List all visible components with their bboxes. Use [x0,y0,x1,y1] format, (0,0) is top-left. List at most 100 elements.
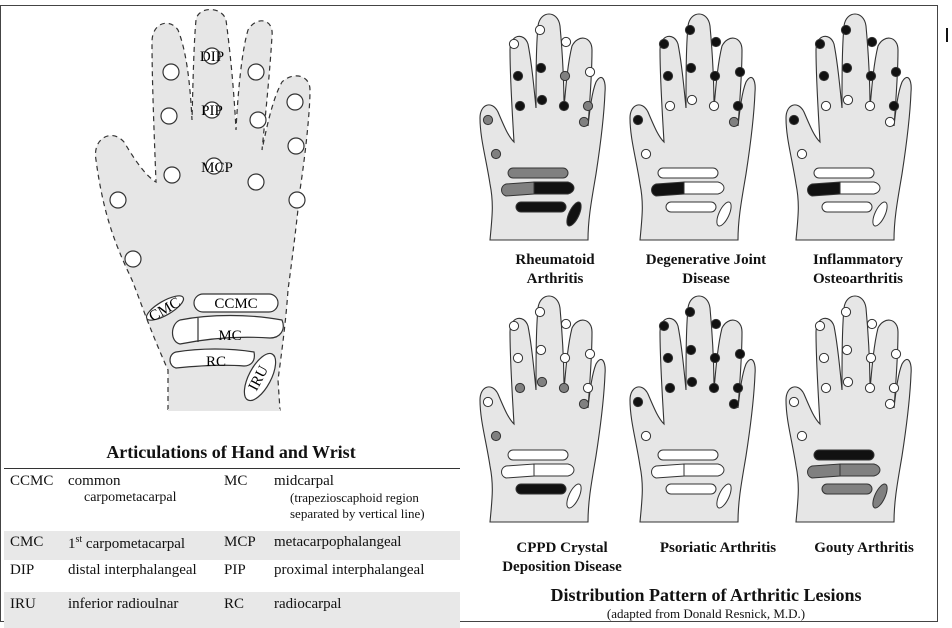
mcp-joint-dot [820,382,832,394]
legend-desc-line: midcarpal [274,473,334,489]
legend-desc: midcarpal (trapezioscaphoid region separ… [268,468,460,531]
mini-hand-gout [785,295,912,523]
legend-desc: metacarpophalangeal [274,534,402,550]
dip-joint-dot [508,38,520,50]
mcp-joint-dot [708,382,720,394]
mc-band-a [651,181,685,197]
dip-joint-dot [814,38,826,50]
pip-joint-dot [662,70,674,82]
pip-joint-dot [865,70,877,82]
mcp-joint-dot [686,376,698,388]
pip-joint-dot [865,352,877,364]
legend-row: DIP distal interphalangeal PIP proximal … [4,560,460,592]
mcp-joint-dot [842,94,854,106]
pip-joint-dot [841,62,853,74]
mcp-joint-dot [536,376,548,388]
dip-joint-dot [658,38,670,50]
pip-joint-dot [709,70,721,82]
legend-abbr: MCP [224,534,256,550]
panel-label-line: Psoriatic Arthritis [659,540,777,556]
dip-joint-dot [658,320,670,332]
legend-desc-prefix: 1 [68,536,76,552]
panel-label-line: Gouty Arthritis [814,540,914,556]
pip-joint-dot [841,344,853,356]
rc-shape [169,348,255,369]
joint-circle [109,191,127,209]
right-subtitle: (adapted from Donald Resnick, M.D.) [606,606,806,621]
legend-desc-line: common [68,473,121,489]
dip-joint-dot [734,348,746,360]
dip-joint-dot [710,318,722,330]
dip-joint-dot [840,306,852,318]
mcp-joint-dot [664,100,676,112]
mc-band-a [501,181,535,197]
panel-label-djd: Degenerative Joint Disease [626,251,786,289]
pip-joint-dot [582,100,594,112]
mini-hand-djd [629,13,756,241]
mcp-joint-dot [820,100,832,112]
ccmc-band [507,449,569,461]
thumb-joint-dot [788,396,800,408]
dip-joint-dot [840,24,852,36]
joint-circle [247,173,265,191]
legend-abbr: DIP [10,562,35,578]
mc-band-b [839,463,881,477]
pip-joint-dot [559,70,571,82]
joint-circle [203,101,221,119]
dip-joint-dot [890,348,902,360]
pip-joint-dot [888,382,900,394]
pip-joint-dot [685,62,697,74]
mini-hand-cppd [479,295,606,523]
pip-joint-dot [535,62,547,74]
thumb-cmc-dot [640,148,652,160]
mini-hand-ra [479,13,606,241]
mini-hand-psoriatic [629,295,756,523]
ccmc-band [507,167,569,179]
dip-joint-dot [866,318,878,330]
mc-band-a [807,463,841,479]
thumb-joint-dot [632,396,644,408]
thumb-cmc-dot [490,430,502,442]
legend-desc: distal interphalangeal [68,562,197,578]
ccmc-band [657,449,719,461]
pip-joint-dot [888,100,900,112]
dip-joint-dot [534,24,546,36]
pip-joint-dot [732,382,744,394]
right-title: Distribution Pattern of Arthritic Lesion… [550,585,862,605]
legend-abbr: IRU [10,596,36,612]
rc-band [665,201,717,213]
rc-band [665,483,717,495]
legend-desc-line: separated by vertical line) [290,506,425,521]
rc-band [821,483,873,495]
carpal-shapes [145,293,284,402]
ccmc-shape [193,293,279,313]
dip-joint-dot [560,36,572,48]
dip-label: DIP [200,49,224,65]
legend-desc-line: (trapezioscaphoid region [290,490,419,505]
panel-label-line: Rheumatoid [515,252,595,268]
thumb-cmc-dot [490,148,502,160]
dip-joint-dot [560,318,572,330]
legend-desc-line: carpometacarpal [84,490,177,505]
thumb-cmc-dot [796,148,808,160]
mcp-joint-dot [578,398,590,410]
thumb-cmc-dot [640,430,652,442]
legend-row: CCMC common carpometacarpal MC midcarpal… [4,468,460,531]
legend-desc: radiocarpal [274,596,342,612]
thumb-cmc-dot [796,430,808,442]
thumb-joint-dot [788,114,800,126]
joint-circle [162,63,180,81]
panel-label-gout: Gouty Arthritis [784,539,944,558]
mcp-joint-dot [864,382,876,394]
iru-band [872,201,888,227]
ccmc-band [813,449,875,461]
dip-joint-dot [814,320,826,332]
thumb-joint-dot [482,396,494,408]
joint-circle [205,157,223,175]
joint-circle [203,47,221,65]
joint-circle [163,166,181,184]
mc-band-b [533,463,575,477]
pip-joint-dot [818,70,830,82]
dip-joint-dot [710,36,722,48]
legend-desc-sup: st [75,534,83,545]
